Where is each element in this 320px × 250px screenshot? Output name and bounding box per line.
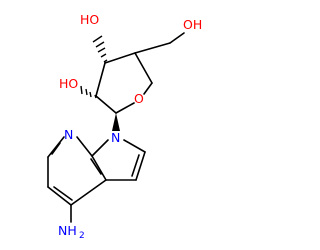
atom-oh-left: HO: [59, 76, 78, 91]
bond-c2-oh-hashed: [80, 85, 97, 99]
bond-c2-c3-double: [131, 154, 140, 177]
bond-n7-c6-double: [51, 142, 61, 155]
bond-c5-c4-double: [53, 186, 73, 201]
atom-amine-subscript: 2: [79, 231, 85, 241]
bond-c1-c2: [95, 95, 117, 114]
atom-ring-oxygen: O: [134, 91, 144, 106]
atom-amine-nitrogen: NH: [58, 223, 77, 238]
bond-c3a-c7a: [91, 155, 107, 181]
atom-pyrrole-nitrogen: N: [111, 130, 120, 145]
bond-c2-c3: [135, 151, 146, 181]
atom-oh-top: HO: [80, 12, 99, 27]
bond-c5-o: [143, 82, 153, 95]
atom-pyridine-nitrogen: N: [64, 127, 73, 142]
bond-c4-c3a: [70, 179, 107, 206]
bond-c5-c4: [47, 186, 72, 206]
bond-c3a-c7a-double: [90, 158, 102, 175]
structure-canvas: HO HO OH O N N NH 2: [47, 12, 202, 241]
bond-c3-oh-hashed: [92, 35, 108, 63]
bond-c4-c5: [134, 52, 153, 84]
bond-c7a-n7: [76, 136, 93, 157]
atom-oh-right: OH: [183, 17, 202, 32]
bond-n7-c6: [47, 136, 65, 158]
bond-n1-c2: [123, 139, 146, 153]
bond-o-c1: [115, 102, 135, 114]
bond-c1-n-wedge: [112, 113, 120, 131]
molecule-diagram: HO HO OH O N N NH 2: [47, 12, 202, 241]
bond-c2-c3: [95, 62, 106, 97]
bond-c4-c6: [134, 42, 171, 54]
bond-n1-c7a: [91, 139, 109, 157]
bond-c6-oh: [169, 32, 185, 44]
bond-c3-c4: [104, 52, 136, 64]
